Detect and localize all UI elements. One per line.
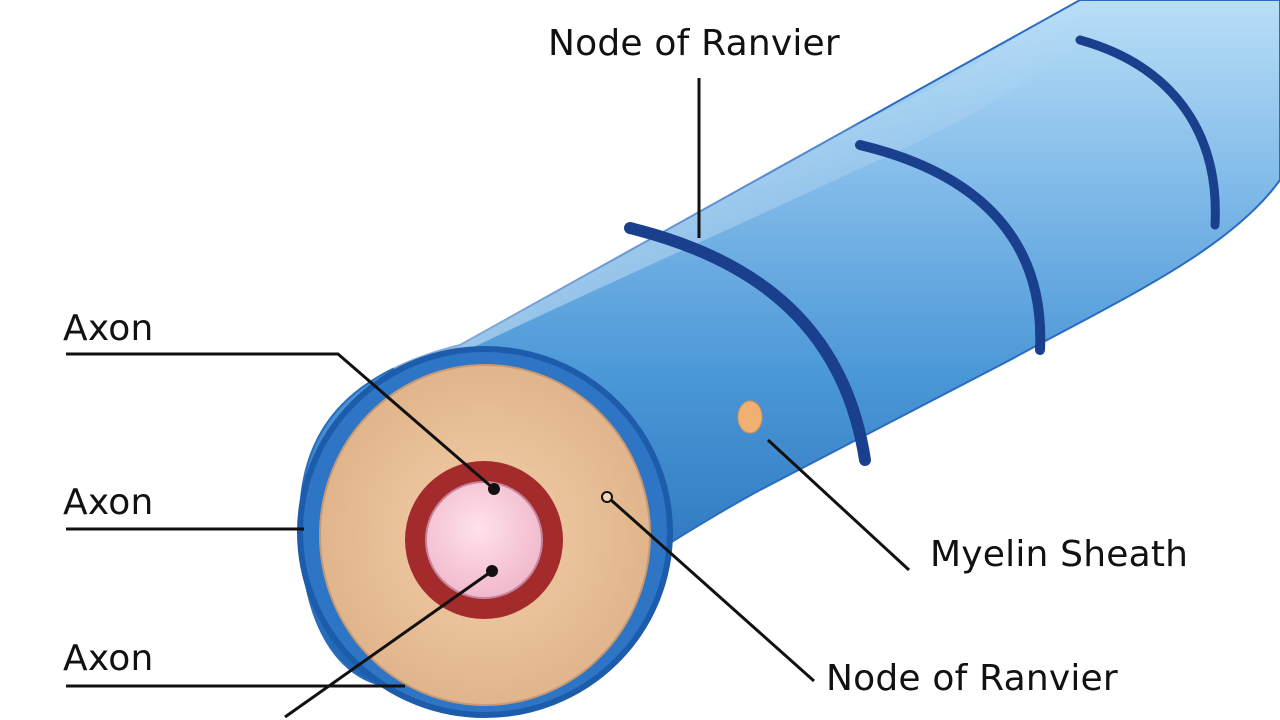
label-node-of-ranvier-bottom: Node of Ranvier [826,658,1118,699]
leader-line-axon-core [284,569,493,719]
label-node-of-ranvier-top: Node of Ranvier [548,23,840,64]
leader-line-myelin [766,438,911,572]
axon-core [425,481,543,599]
node-of-ranvier-band-3 [1075,35,1220,230]
leader-line-axon-1 [66,352,495,491]
schwann-cell-nucleus [737,400,763,434]
tube-highlight [389,0,1111,376]
label-axon-3: Axon [63,638,154,679]
node-of-ranvier-band-1 [624,222,871,466]
small-pore-marker [601,491,613,503]
label-axon-2: Axon [63,482,154,523]
label-axon-1: Axon [63,308,154,349]
leader-line-bottom-node [610,498,815,683]
label-myelin-sheath: Myelin Sheath [930,534,1189,575]
node-of-ranvier-band-2 [855,140,1046,355]
